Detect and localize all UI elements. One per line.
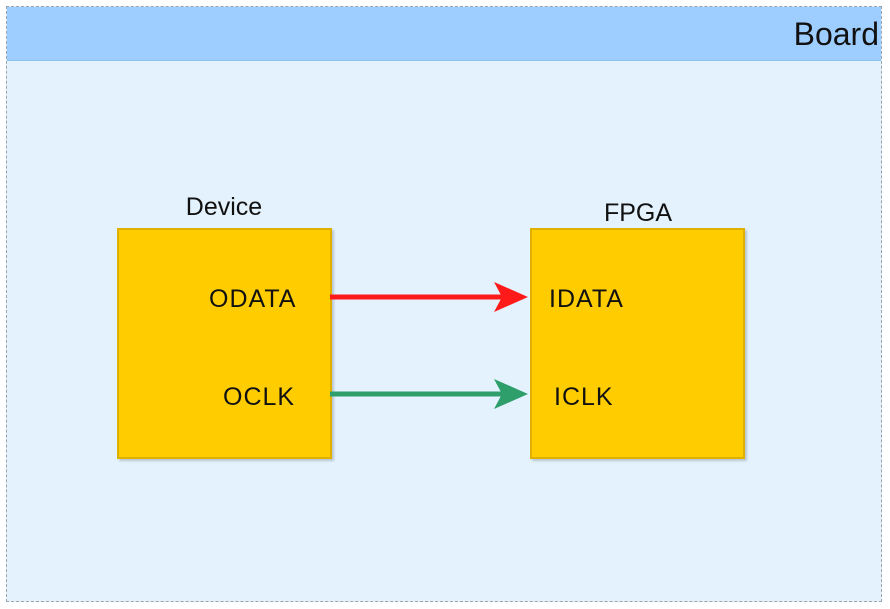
device-port-oclk: OCLK [223, 383, 296, 411]
wire-oclk-iclk[interactable] [330, 379, 528, 409]
board-header: Board [7, 7, 881, 61]
fpga-block[interactable]: IDATA ICLK [530, 228, 745, 459]
device-block[interactable]: ODATA OCLK [117, 228, 332, 459]
device-title: Device [185, 193, 263, 221]
device-port-odata: ODATA [209, 285, 297, 313]
board-title: Board [793, 16, 879, 52]
fpga-port-iclk: ICLK [554, 383, 614, 411]
wire-odata-idata[interactable] [330, 282, 528, 312]
fpga-title: FPGA [603, 199, 673, 227]
fpga-port-idata: IDATA [549, 285, 624, 313]
